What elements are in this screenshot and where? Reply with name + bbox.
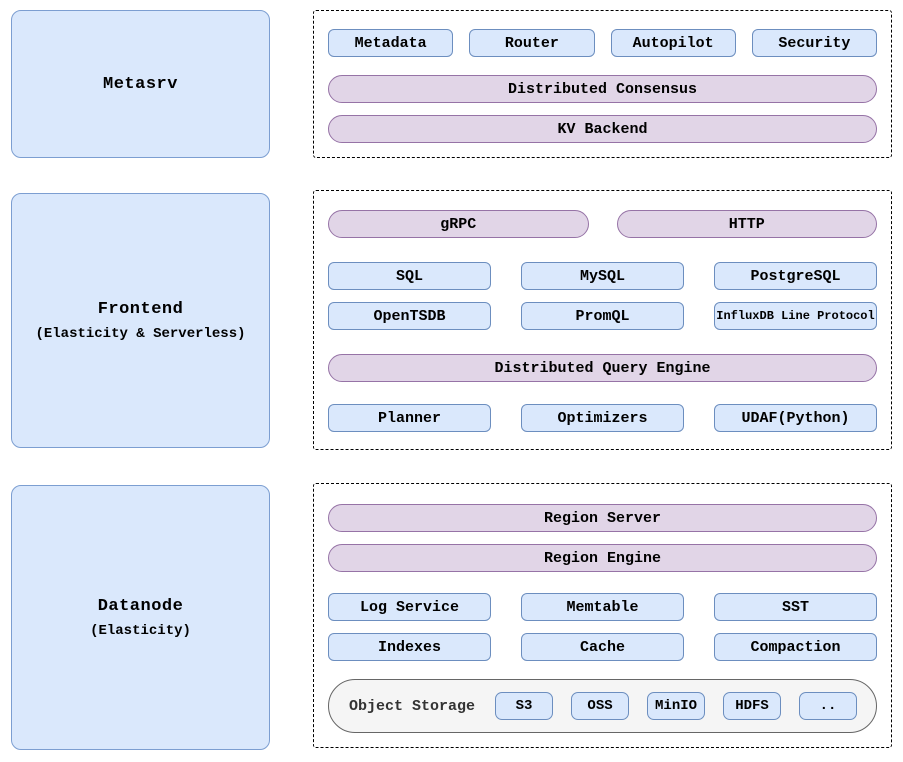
node-cache: Cache	[521, 633, 684, 661]
metasrv-panel: Metadata Router Autopilot Security Distr…	[313, 10, 892, 158]
node-region-engine: Region Engine	[328, 544, 877, 572]
node-sst: SST	[714, 593, 877, 621]
node-sql: SQL	[328, 262, 491, 290]
node-optimizers: Optimizers	[521, 404, 684, 432]
node-http: HTTP	[616, 210, 877, 238]
node-influxdb-line-protocol: InfluxDB Line Protocol	[714, 302, 877, 330]
node-planner: Planner	[328, 404, 491, 432]
node-security: Security	[751, 29, 877, 57]
frontend-protocols-row-2: OpenTSDB PromQL InfluxDB Line Protocol	[328, 302, 877, 330]
frontend-protocol-pills-row: gRPC HTTP	[328, 210, 877, 238]
object-storage-container: Object Storage S3 OSS MinIO HDFS ..	[328, 679, 877, 733]
frontend-panel: gRPC HTTP SQL MySQL PostgreSQL OpenTSDB …	[313, 190, 892, 450]
node-compaction: Compaction	[714, 633, 877, 661]
node-grpc: gRPC	[328, 210, 589, 238]
datanode-section-box: Datanode (Elasticity)	[11, 485, 270, 750]
frontend-section-box: Frontend (Elasticity & Serverless)	[11, 193, 270, 448]
frontend-protocols-row-1: SQL MySQL PostgreSQL	[328, 262, 877, 290]
object-storage-backends-row: S3 OSS MinIO HDFS ..	[495, 692, 858, 720]
node-indexes: Indexes	[328, 633, 491, 661]
metasrv-title: Metasrv	[103, 74, 178, 94]
object-storage-label: Object Storage	[349, 697, 476, 715]
datanode-row-2: Indexes Cache Compaction	[328, 633, 877, 661]
frontend-subtitle: (Elasticity & Serverless)	[35, 325, 246, 342]
node-opentsdb: OpenTSDB	[328, 302, 491, 330]
node-other-storage: ..	[799, 692, 858, 720]
node-postgresql: PostgreSQL	[714, 262, 877, 290]
node-promql: PromQL	[521, 302, 684, 330]
node-router: Router	[469, 29, 595, 57]
node-s3: S3	[495, 692, 554, 720]
node-kv-backend: KV Backend	[328, 115, 877, 143]
datanode-subtitle: (Elasticity)	[90, 622, 191, 639]
node-memtable: Memtable	[521, 593, 684, 621]
node-minio: MinIO	[647, 692, 706, 720]
node-distributed-consensus: Distributed Consensus	[328, 75, 877, 103]
node-mysql: MySQL	[521, 262, 684, 290]
metasrv-section-box: Metasrv	[11, 10, 270, 158]
node-metadata: Metadata	[328, 29, 454, 57]
node-udaf-python: UDAF(Python)	[714, 404, 877, 432]
node-autopilot: Autopilot	[610, 29, 736, 57]
datanode-row-1: Log Service Memtable SST	[328, 593, 877, 621]
node-hdfs: HDFS	[723, 692, 782, 720]
metasrv-components-row: Metadata Router Autopilot Security	[328, 29, 877, 57]
node-log-service: Log Service	[328, 593, 491, 621]
frontend-engine-row: Planner Optimizers UDAF(Python)	[328, 404, 877, 432]
node-oss: OSS	[571, 692, 630, 720]
node-region-server: Region Server	[328, 504, 877, 532]
frontend-title: Frontend	[97, 299, 184, 319]
datanode-panel: Region Server Region Engine Log Service …	[313, 483, 892, 748]
node-distributed-query-engine: Distributed Query Engine	[328, 354, 877, 382]
datanode-title: Datanode	[97, 596, 184, 616]
